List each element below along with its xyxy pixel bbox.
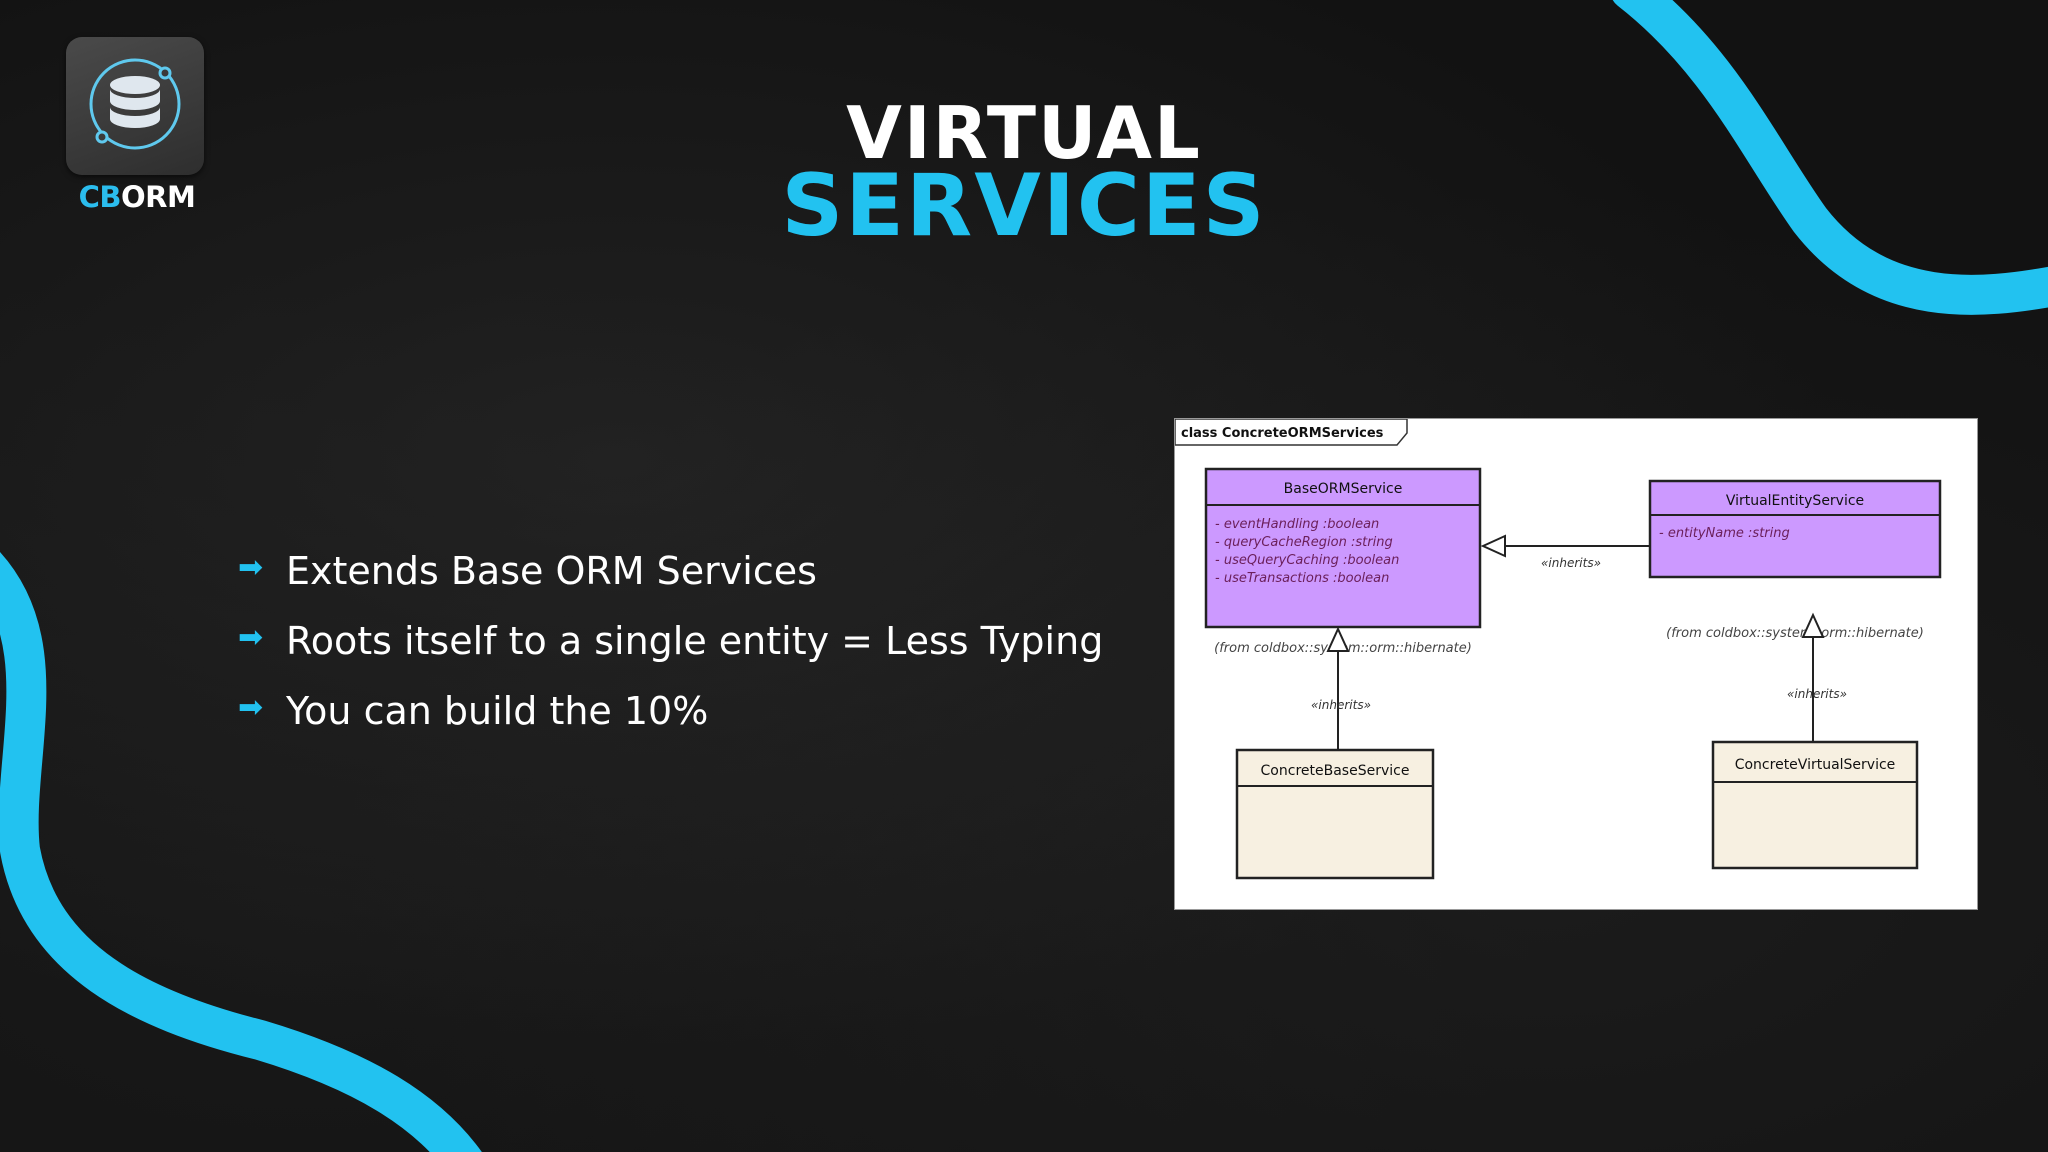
class-attribute: - entityName :string [1659, 526, 1790, 541]
left-wave [0, 552, 482, 1152]
inherits-arrow-concrete-to-virtual: «inherits» [1787, 612, 1847, 742]
inherits-arrow-virtual-to-base: «inherits» [1480, 534, 1650, 570]
uml-class-diagram: class ConcreteORMServices BaseORMService… [1174, 418, 1978, 910]
class-attribute: - useQueryCaching :boolean [1215, 553, 1399, 568]
arrow-right-icon: ➡ [238, 550, 264, 585]
logo-wordmark: CBORM [72, 180, 202, 214]
cborm-logo [66, 37, 204, 175]
inherits-label: «inherits» [1787, 687, 1847, 701]
slide-title-line1: VIRTUAL [846, 91, 1202, 175]
concrete-virtual-service-class: ConcreteVirtualService [1711, 740, 1919, 870]
base-orm-service-class: BaseORMService - eventHandling :boolean … [1204, 467, 1482, 656]
logo-suffix: ORM [121, 180, 196, 214]
class-attribute: - eventHandling :boolean [1215, 517, 1379, 532]
arrow-right-icon: ➡ [238, 620, 264, 655]
top-right-wave [1612, 0, 2048, 315]
class-package: (from coldbox::system::orm::hibernate) [1666, 626, 1924, 641]
bullet-text: Extends Base ORM Services [286, 549, 817, 593]
logo-prefix: CB [78, 180, 122, 214]
class-name: VirtualEntityService [1726, 493, 1864, 509]
frame-label: class ConcreteORMServices [1181, 426, 1384, 441]
slide-title-line2: SERVICES [781, 156, 1267, 256]
class-name: ConcreteBaseService [1261, 763, 1410, 779]
inherits-label: «inherits» [1541, 556, 1601, 570]
class-name: BaseORMService [1284, 481, 1403, 497]
inherits-label: «inherits» [1311, 698, 1371, 712]
bullet-text: You can build the 10% [286, 689, 709, 733]
bullet-text: Roots itself to a single entity = Less T… [286, 619, 1104, 663]
inherits-arrow-concrete-to-base: «inherits» [1311, 626, 1371, 750]
arrow-right-icon: ➡ [238, 690, 264, 725]
frame-tab [1175, 419, 1408, 446]
concrete-base-service-class: ConcreteBaseService [1235, 748, 1435, 880]
class-attribute: - useTransactions :boolean [1215, 571, 1389, 586]
virtual-entity-service-class: VirtualEntityService - entityName :strin… [1648, 479, 1942, 641]
class-attribute: - queryCacheRegion :string [1215, 535, 1393, 550]
class-name: ConcreteVirtualService [1735, 757, 1896, 773]
database-icon [89, 58, 181, 150]
